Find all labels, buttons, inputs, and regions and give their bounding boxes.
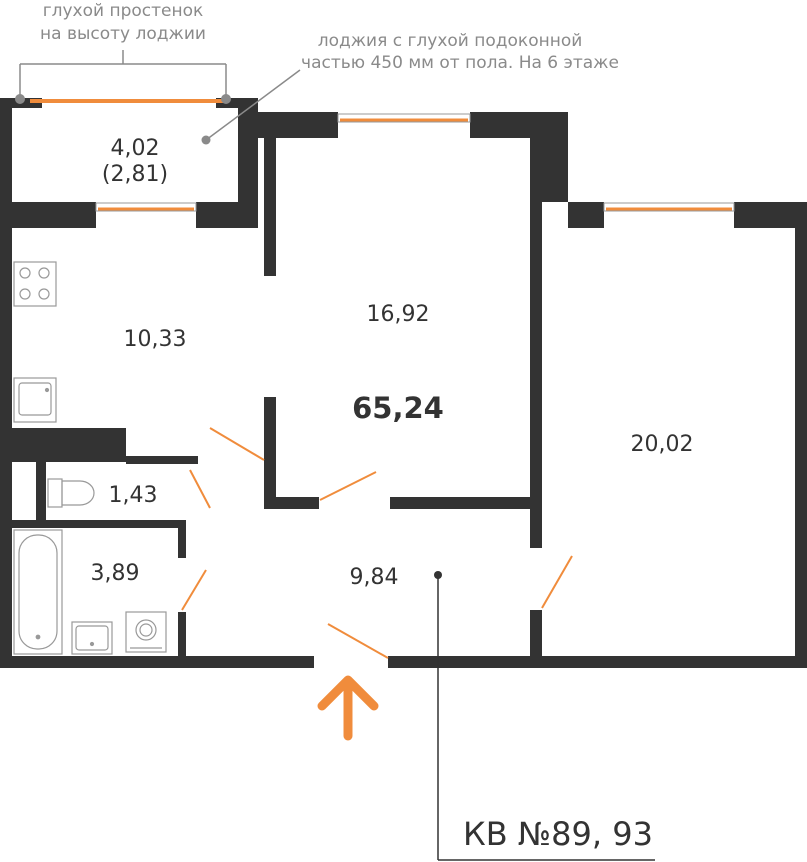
toilet-door — [189, 469, 211, 509]
bedroom-top-wall-right — [734, 202, 807, 228]
kitchen-window — [95, 202, 197, 212]
bathroom-right-wall-upper — [178, 520, 186, 558]
bedroom-right-wall — [795, 228, 807, 668]
shaft-block — [12, 428, 126, 462]
loggia-note-line1: лоджия с глухой подоконной — [318, 31, 583, 51]
bottom-wall-right — [388, 656, 807, 668]
annotation-leaders — [15, 50, 655, 861]
kitchen-top-wall-right — [196, 202, 238, 228]
bathroom-area: 3,89 — [91, 561, 140, 586]
partition-living-bedroom — [530, 138, 542, 548]
loggia-area: 4,02 — [111, 136, 160, 161]
living-bottom-wall-left — [264, 497, 319, 509]
kitchen-area: 10,33 — [124, 327, 187, 352]
kitchen-door — [209, 427, 265, 461]
living-left-wall-upper — [264, 138, 276, 276]
kitchen-sink-icon — [13, 377, 57, 423]
windows — [30, 99, 735, 212]
walls — [0, 98, 807, 668]
left-outer-wall — [0, 228, 12, 668]
fixtures — [13, 261, 167, 655]
loggia-note-marker — [201, 135, 211, 145]
loggia-left-wall — [0, 98, 12, 228]
bedroom-door — [541, 555, 573, 609]
texts: глухой простенок на высоту лоджии лоджия… — [40, 1, 693, 853]
doors — [181, 427, 573, 659]
living-top-wall-left — [258, 112, 338, 138]
bathroom-top-wall — [12, 520, 184, 528]
loggia-top-right-pier — [216, 98, 258, 108]
washbasin-icon — [71, 621, 113, 655]
entrance-door — [327, 623, 389, 659]
bedroom-area: 20,02 — [631, 432, 694, 457]
living-room-area: 16,92 — [367, 302, 430, 327]
living-room-door — [319, 471, 377, 501]
blind-pier-note-line1: глухой простенок — [43, 1, 204, 21]
loggia-note-leader — [205, 69, 301, 141]
bottom-wall-left — [0, 656, 314, 668]
toilet-area: 1,43 — [109, 483, 158, 508]
toilet-icon — [47, 478, 95, 508]
blind-pier-bracket — [19, 50, 227, 98]
bathroom-door — [181, 569, 207, 611]
loggia-top-left-pier — [12, 98, 42, 108]
apartment-leader-dot — [434, 571, 442, 579]
loggia-area-reduced: (2,81) — [102, 162, 168, 187]
bathtub-icon — [13, 529, 63, 655]
toilet-left-wall — [36, 462, 46, 522]
toilet-top-wall — [126, 456, 198, 464]
living-room-window — [337, 113, 471, 123]
living-left-wall-lower — [264, 397, 276, 507]
blind-pier-left-marker — [15, 94, 25, 104]
bathroom-right-wall-lower — [178, 612, 186, 656]
bedroom-window — [603, 202, 735, 212]
loggia-note-line2: частью 450 мм от пола. На 6 этаже — [301, 53, 619, 73]
blind-pier-note-line2: на высоту лоджии — [40, 24, 206, 44]
blind-pier-right-marker — [221, 94, 231, 104]
entrance-arrow-icon — [317, 675, 379, 741]
bedroom-left-wall-lower — [530, 610, 542, 668]
stove-icon — [13, 261, 57, 307]
loggia-right-wall — [238, 98, 258, 228]
total-area: 65,24 — [352, 391, 444, 425]
apartment-label: КВ №89, 93 — [463, 815, 653, 853]
living-bottom-wall-right — [390, 497, 530, 509]
kitchen-top-wall-left — [12, 202, 96, 228]
hall-area: 9,84 — [350, 565, 399, 590]
bedroom-top-wall-left — [568, 202, 604, 228]
apartment-leader — [437, 575, 655, 861]
washing-machine-icon — [125, 611, 167, 653]
